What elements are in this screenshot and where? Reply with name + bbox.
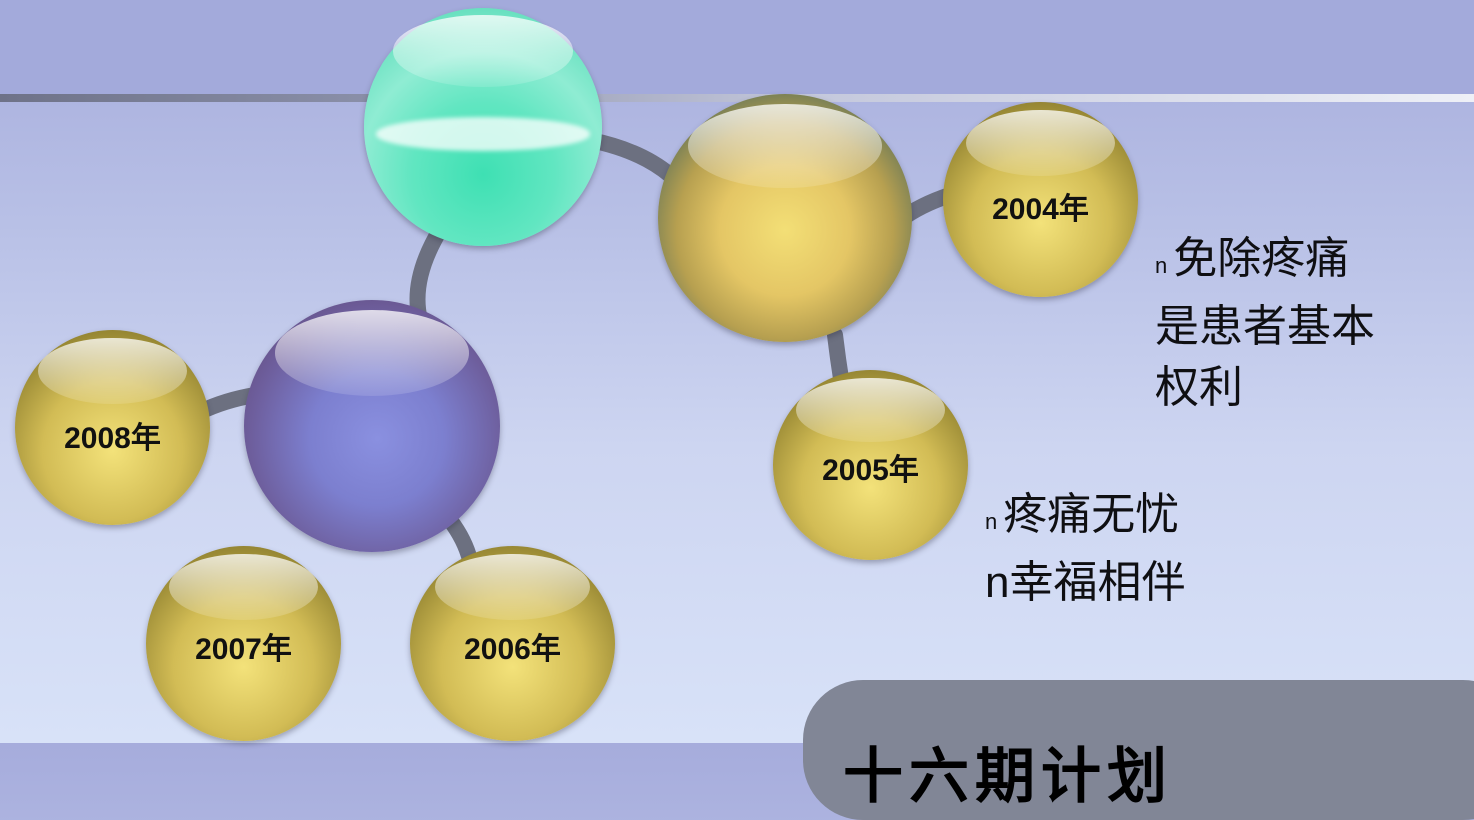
sphere-highlight-band — [375, 117, 591, 151]
year-label-2005: 2005年 — [822, 454, 919, 487]
node-2006: 2006年 — [410, 546, 615, 741]
sphere-gloss — [392, 15, 574, 87]
sphere-gloss — [38, 337, 187, 405]
sphere-gloss — [274, 310, 470, 396]
node-2004: 2004年 — [943, 102, 1138, 297]
sphere-gloss — [796, 377, 945, 443]
year-label-2008: 2008年 — [64, 422, 161, 455]
bullet-marker: n — [1155, 253, 1168, 278]
header-divider-line — [0, 94, 1474, 102]
connector-teal-to-amber — [582, 132, 678, 183]
node-2008: 2008年 — [15, 330, 210, 525]
bullet-marker: n — [985, 509, 998, 534]
node-2005: 2005年 — [773, 370, 968, 560]
year-label-2004: 2004年 — [992, 193, 1089, 226]
text-2005-line2: n幸福相伴 — [985, 557, 1186, 608]
year-label-2007: 2007年 — [195, 633, 292, 666]
connector-violet-to-2006 — [442, 512, 478, 568]
hub-teal-sphere — [364, 8, 602, 246]
node-2007: 2007年 — [146, 546, 341, 741]
sphere-gloss — [966, 109, 1115, 177]
year-label-2006: 2006年 — [464, 633, 561, 666]
hub-amber-sphere — [658, 94, 912, 342]
sphere-gloss — [169, 553, 318, 621]
text-2004-line2: 是患者基本 — [1155, 301, 1375, 352]
bottom-callout-box: 十六期计划 — [803, 680, 1474, 820]
sphere-gloss — [688, 103, 882, 189]
hub-violet-sphere — [244, 300, 500, 552]
sphere-gloss — [434, 553, 591, 621]
text-2004-line3: 权利 — [1155, 362, 1243, 413]
bullet-marker-inline: n — [985, 558, 1010, 607]
connector-teal-to-violet — [409, 222, 448, 328]
bottom-callout-text: 十六期计划 — [843, 742, 1173, 812]
title-band — [0, 0, 1474, 94]
